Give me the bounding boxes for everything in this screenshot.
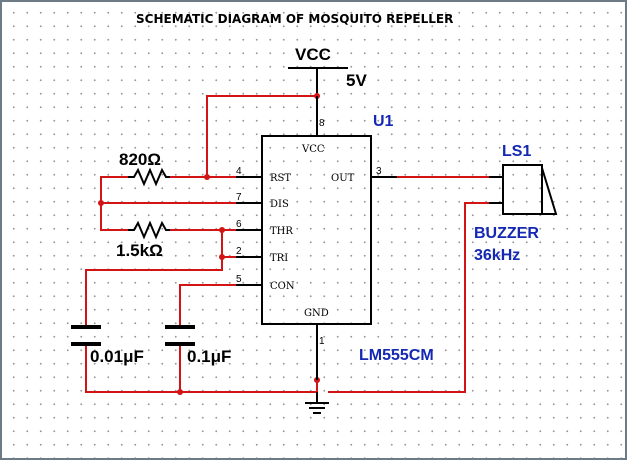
ic-part-number: LM555CM <box>359 347 434 364</box>
junction-dot <box>98 200 104 206</box>
ic-reference: U1 <box>373 113 394 130</box>
resistor-r1-value: 820Ω <box>119 150 161 169</box>
pin-thr-number: 6 <box>236 219 242 230</box>
ic-lm555: VCC RST DIS THR TRI CON OUT GND 8 4 7 6 … <box>236 96 434 380</box>
wire-buzzer-return <box>328 202 497 393</box>
pin-vcc-number: 8 <box>319 118 325 129</box>
junction-dot <box>177 389 183 395</box>
pin-out-name: OUT <box>331 173 355 184</box>
buzzer-frequency: 36kHz <box>474 247 520 264</box>
capacitor-c1-value: 0.01μF <box>90 347 144 366</box>
pin-dis-name: DIS <box>270 199 289 210</box>
pin-gnd-name: GND <box>304 308 329 319</box>
capacitor-c1: 0.01μF <box>71 325 144 366</box>
pin-rst-name: RST <box>270 173 291 184</box>
pin-vcc-name: VCC <box>301 144 325 155</box>
junction-dot <box>204 174 210 180</box>
buzzer-ls1: LS1 BUZZER 36kHz <box>474 143 558 264</box>
ground-symbol <box>305 392 329 414</box>
capacitor-c2: 0.1μF <box>165 325 231 366</box>
wire-ground-bus <box>85 346 317 393</box>
resistor-zigzag <box>128 220 170 240</box>
buzzer-body <box>502 164 543 215</box>
pin-tri-number: 2 <box>236 246 242 257</box>
pin-gnd-number: 1 <box>319 336 325 347</box>
pin-thr-name: THR <box>270 226 293 237</box>
resistor-r2: 1.5kΩ <box>116 220 170 260</box>
junction-dot <box>219 254 225 260</box>
wire-con-c2 <box>179 284 262 326</box>
buzzer-reference: LS1 <box>502 143 531 160</box>
diagram-title: SCHEMATIC DIAGRAM OF MOSQUITO REPELLER <box>136 12 453 26</box>
resistor-r2-value: 1.5kΩ <box>116 241 163 260</box>
vcc-voltage: 5V <box>346 71 367 90</box>
wire-thr-tri-c1 <box>85 230 223 326</box>
pin-out-number: 3 <box>376 166 382 177</box>
capacitor-c2-value: 0.1μF <box>187 347 231 366</box>
pin-con-number: 5 <box>236 274 242 285</box>
pin-dis-number: 7 <box>236 192 242 203</box>
resistor-zigzag <box>128 167 170 187</box>
vcc-supply: VCC 5V <box>288 45 367 96</box>
junction-dot <box>219 227 225 233</box>
wire-vcc-rst <box>206 95 317 177</box>
resistor-r1: 820Ω <box>119 150 170 187</box>
junctions <box>98 93 320 395</box>
pin-tri-name: TRI <box>270 253 288 264</box>
pin-con-name: CON <box>270 281 295 292</box>
buzzer-horn <box>541 167 558 215</box>
buzzer-name: BUZZER <box>474 225 539 242</box>
vcc-label: VCC <box>295 45 331 64</box>
pin-rst-number: 4 <box>236 166 242 177</box>
